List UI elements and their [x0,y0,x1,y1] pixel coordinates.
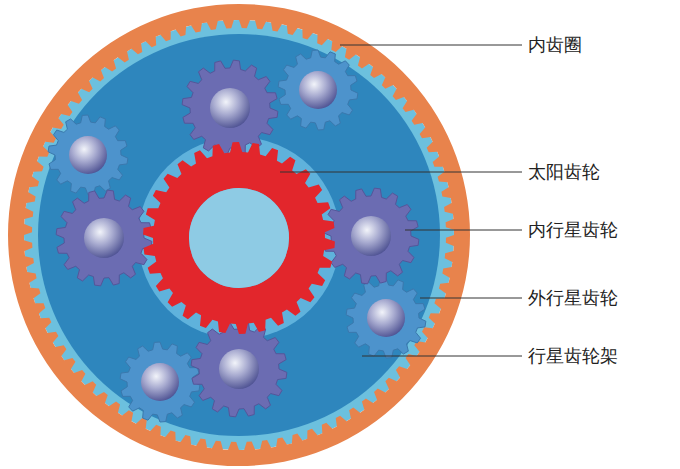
planet-carrier [38,34,440,436]
inner-planet-gear [182,60,278,156]
part-label: 太阳齿轮 [528,161,600,183]
planet-hub [210,88,250,128]
sun-gear [143,142,335,334]
planet-hub [219,349,259,389]
planet-hub [141,363,179,401]
outer-planet-gear [278,50,358,130]
leader-line [280,172,522,173]
inner-planet-gear [191,321,287,417]
sun-bore [189,188,289,288]
part-label: 行星齿轮架 [528,345,618,367]
leader-line [405,230,522,231]
leader-line [420,298,522,299]
planet-hub [351,216,391,256]
planet-hub [84,218,124,258]
inner-planet-gear [56,190,152,286]
planet-hub [299,71,337,109]
outer-planet-gear [346,278,426,358]
leader-line [362,356,522,357]
sun-recess [138,137,340,339]
outer-planet-gear [120,342,200,422]
part-label: 外行星齿轮 [528,287,618,309]
part-label: 内行星齿轮 [528,219,618,241]
planet-hub [69,136,107,174]
inner-planet-gear [323,188,419,284]
leader-line [340,45,522,46]
ring-gear [8,4,470,466]
planet-hub [367,299,405,337]
part-label: 内齿圈 [528,34,582,56]
outer-planet-gear [48,115,128,195]
